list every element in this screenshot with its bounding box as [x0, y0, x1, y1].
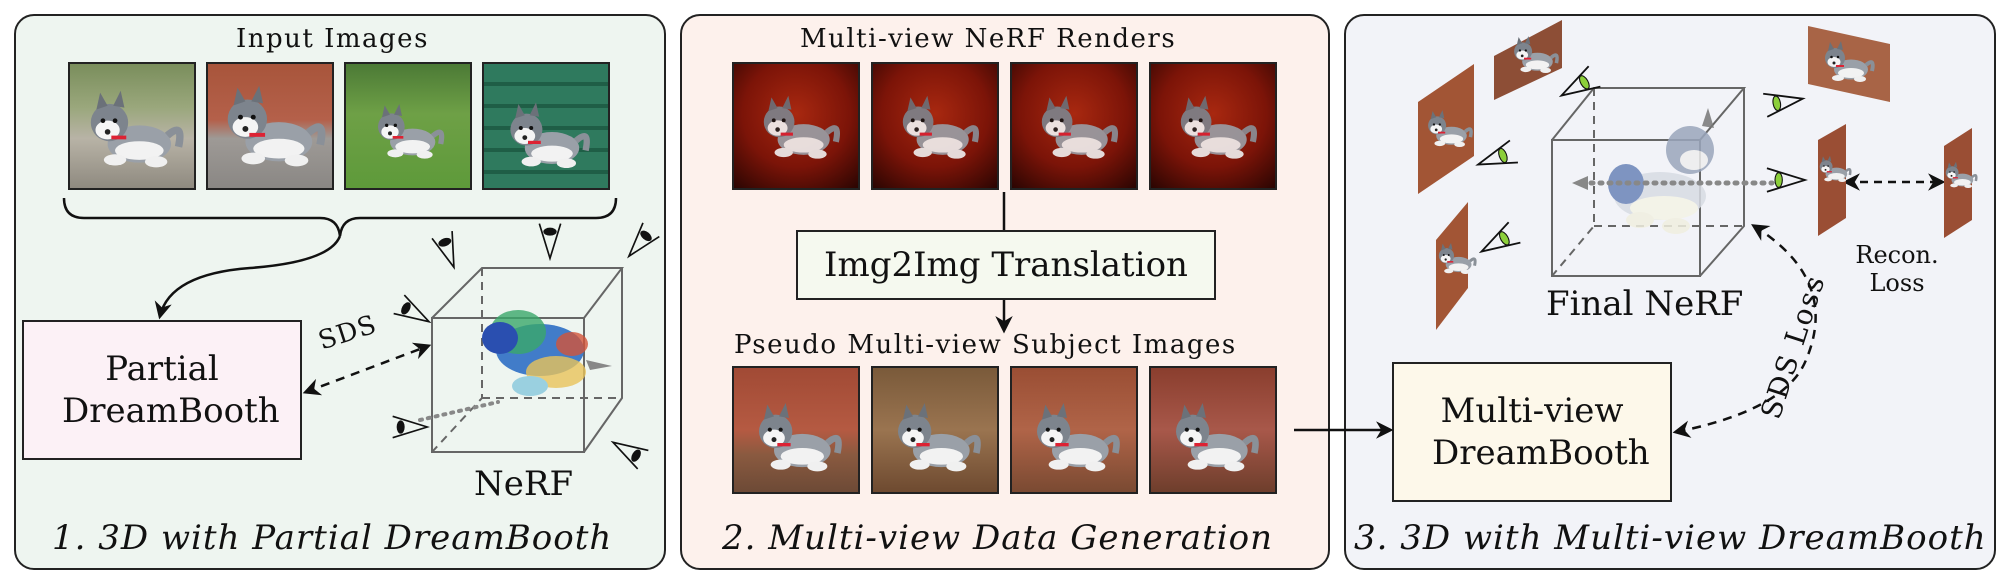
panel3-caption: 3. 3D with Multi-view DreamBooth: [1354, 518, 1987, 558]
view-image-right-top: [1808, 26, 1890, 102]
multiview-dreambooth-label: Multi-view DreamBooth: [1432, 390, 1650, 474]
pseudo-image-4: [1149, 366, 1277, 494]
panel1-caption: 1. 3D with Partial DreamBooth: [52, 518, 613, 558]
recon-loss-label: Recon. Loss: [1855, 241, 1939, 297]
camera-ray: [418, 400, 500, 422]
input-image-4: [482, 62, 610, 190]
nerf-label: NeRF: [474, 464, 574, 504]
renders-label: Multi-view NeRF Renders: [800, 24, 1177, 54]
final-nerf-object: [1608, 108, 1714, 234]
partial-dreambooth-label: Partial DreamBooth: [62, 348, 280, 432]
partial-dreambooth-box: Partial DreamBooth: [22, 320, 302, 460]
img2img-translation-box: Img2Img Translation: [796, 230, 1216, 300]
camera-eye-icon: [1554, 65, 1602, 107]
camera-eye-icon: [1474, 221, 1522, 263]
panel2-caption: 2. Multi-view Data Generation: [722, 518, 1273, 558]
input-image-1: [68, 62, 196, 190]
camera-eye-icon: [1762, 86, 1806, 118]
view-image-far-right: [1944, 128, 1978, 238]
view-image-top: [1494, 20, 1562, 100]
input-images-label: Input Images: [236, 24, 429, 54]
nerf-cube: [431, 267, 625, 453]
nerf-render-2: [871, 62, 999, 190]
camera-eye-icon: [1473, 139, 1519, 177]
view-image-left-2: [1436, 202, 1477, 330]
brace-to-partial-arrow: [154, 235, 342, 320]
nerf-object: [482, 310, 612, 396]
input-image-3: [344, 62, 472, 190]
nerf-render-1: [732, 62, 860, 190]
pseudo-images-label: Pseudo Multi-view Subject Images: [734, 330, 1237, 360]
panel1-graphics: [62, 197, 661, 470]
pseudo-image-1: [732, 366, 860, 494]
camera-eye-icon: [1765, 167, 1807, 193]
pseudo-image-2: [871, 366, 999, 494]
input-image-2: [206, 62, 334, 190]
img2img-translation-label: Img2Img Translation: [824, 244, 1188, 285]
sds-arrow: [302, 342, 432, 396]
nerf-render-3: [1010, 62, 1138, 190]
sds-loss-arrow: [1672, 224, 1817, 438]
view-image-left-1: [1418, 64, 1474, 194]
nerf-render-4: [1149, 62, 1277, 190]
pseudo-image-3: [1010, 366, 1138, 494]
view-image-right-mid: [1818, 124, 1852, 236]
